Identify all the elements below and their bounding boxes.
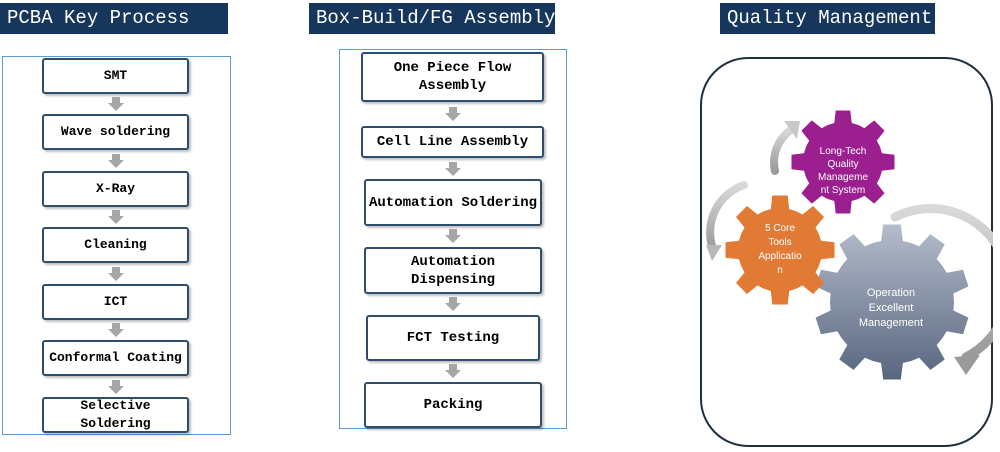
gear-label-core-tools: 5 Core Tools Applicatio n: [758, 223, 802, 276]
pcba-step-label: Conformal Coating: [49, 350, 182, 365]
quality-title: Quality Management: [720, 3, 935, 34]
down-arrow-icon: [108, 210, 124, 224]
box-step-fct-testing: FCT Testing: [366, 315, 540, 361]
cycle-arrow-left: [706, 181, 748, 253]
box-step-label: FCT Testing: [406, 330, 500, 346]
pcba-step-smt: SMT: [42, 58, 189, 94]
cycle-arrowhead-top: [784, 121, 800, 139]
box-step-automation-dispensing: Automation Dispensing: [364, 247, 542, 294]
cycle-arrow-right: [890, 204, 993, 362]
box-build-panel: [339, 49, 567, 429]
gear-label-operation: Operation Excellent Management: [858, 287, 924, 329]
gear-operation-icon: [815, 224, 969, 380]
box-step-label: Automation Dispensing: [410, 253, 495, 288]
pcba-title: PCBA Key Process: [0, 3, 228, 34]
quality-frame: [700, 57, 993, 447]
box-step-automation-soldering: Automation Soldering: [364, 179, 542, 226]
gear-system-icon: [791, 110, 895, 214]
box-step-label: Packing: [423, 397, 483, 413]
box-step-label: Automation Soldering: [368, 194, 538, 211]
down-arrow-icon: [445, 162, 461, 176]
pcba-step-label: SMT: [103, 68, 128, 83]
pcba-step-label: ICT: [103, 294, 128, 309]
box-step-packing: Packing: [364, 382, 542, 428]
gear-core-tools-icon: [725, 195, 835, 305]
pcba-step-selective-soldering: Selective Soldering: [42, 397, 189, 433]
down-arrow-icon: [108, 323, 124, 337]
cycle-arrowhead-right: [954, 355, 980, 375]
down-arrow-icon: [445, 364, 461, 378]
pcba-step-label: Selective Soldering: [80, 398, 151, 431]
pcba-step-label: X-Ray: [95, 181, 135, 196]
down-arrow-icon: [108, 380, 124, 394]
box-step-label: One Piece Flow Assembly: [393, 60, 512, 94]
box-step-cell-line-assembly: Cell Line Assembly: [361, 126, 544, 158]
down-arrow-icon: [108, 97, 124, 111]
down-arrow-icon: [445, 107, 461, 121]
pcba-step-label: Wave soldering: [60, 124, 171, 139]
pcba-step-ict: ICT: [42, 284, 189, 320]
down-arrow-icon: [445, 229, 461, 243]
gear-label-system: Long-Tech Quality Manageme nt System: [817, 146, 869, 196]
pcba-step-x-ray: X-Ray: [42, 171, 189, 207]
pcba-step-cleaning: Cleaning: [42, 227, 189, 263]
pcba-step-wave-soldering: Wave soldering: [42, 114, 189, 150]
cycle-arrowhead-left: [706, 245, 722, 261]
pcba-step-conformal-coating: Conformal Coating: [42, 340, 189, 376]
down-arrow-icon: [108, 267, 124, 281]
gear-diagram: [706, 110, 993, 380]
box-step-label: Cell Line Assembly: [376, 134, 529, 150]
box-step-one-piece-flow: One Piece Flow Assembly: [361, 52, 544, 102]
pcba-panel: [2, 56, 231, 435]
down-arrow-icon: [108, 154, 124, 168]
pcba-step-label: Cleaning: [84, 237, 147, 252]
down-arrow-icon: [445, 297, 461, 311]
box-build-title: Box-Build/FG Assembly: [309, 3, 555, 34]
cycle-arrow-top: [770, 125, 796, 175]
